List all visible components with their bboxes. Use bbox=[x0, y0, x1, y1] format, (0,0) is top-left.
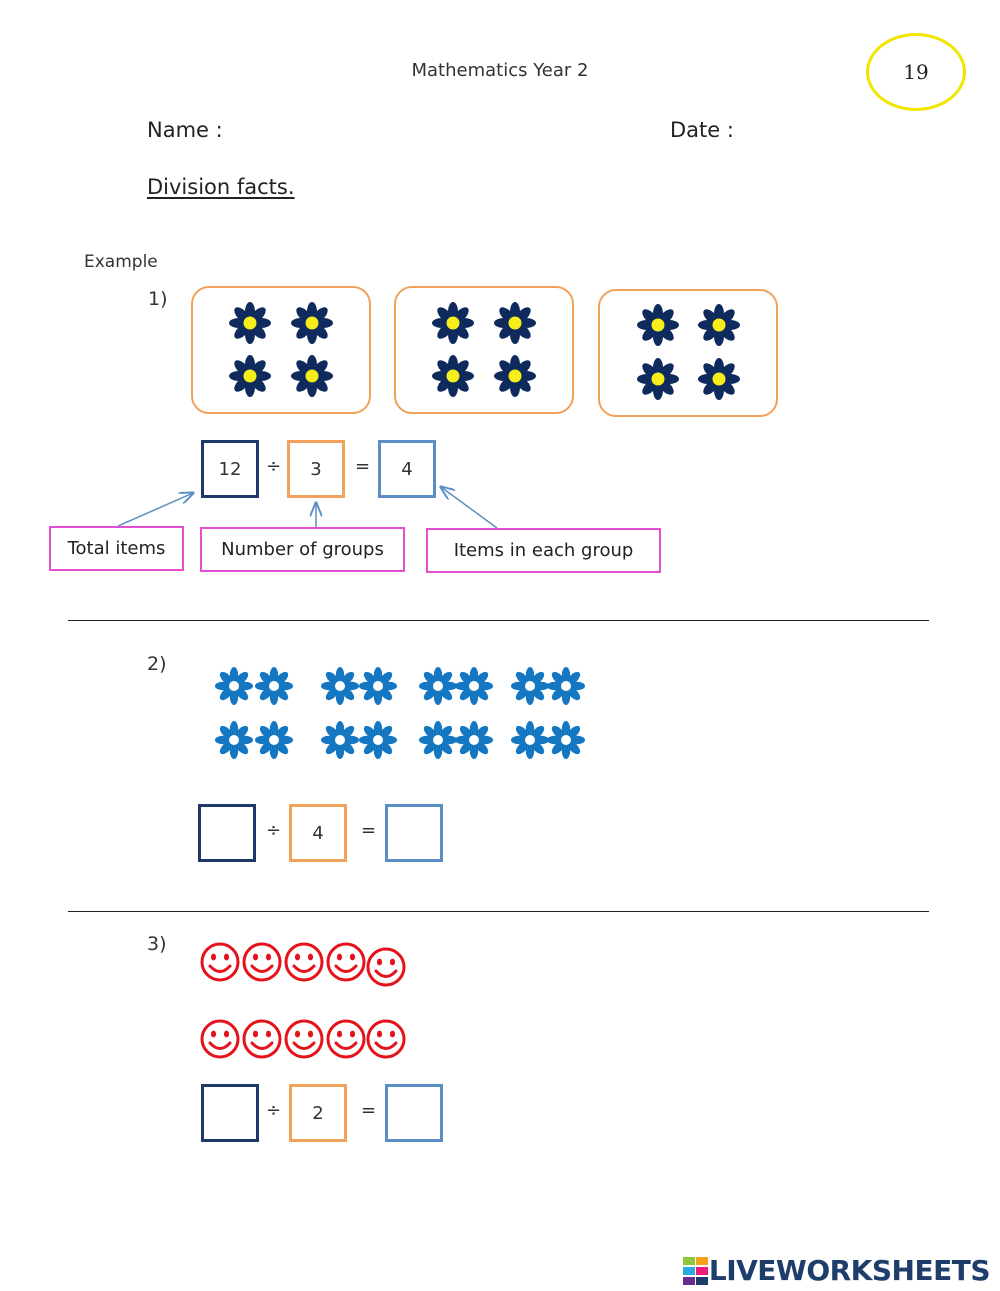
worksheet-header-title: Mathematics Year 2 bbox=[411, 60, 589, 81]
divisor-value: 3 bbox=[310, 458, 322, 480]
blue-flower-icon bbox=[320, 666, 360, 706]
blue-flower-icon bbox=[454, 666, 494, 706]
arrow-total-items bbox=[117, 493, 193, 527]
blue-flower-icon bbox=[214, 720, 254, 760]
callout-total-items: Total items bbox=[49, 526, 184, 571]
blue-flower-icon bbox=[454, 720, 494, 760]
callout-number-of-groups-label: Number of groups bbox=[221, 539, 384, 560]
arrow-items-in-each-group bbox=[441, 487, 498, 529]
red-smiley-icon bbox=[241, 941, 283, 983]
equals-sign: = bbox=[355, 456, 371, 477]
blue-flower-icon bbox=[546, 720, 586, 760]
dividend-value: 12 bbox=[218, 458, 242, 480]
callout-items-in-each-group: Items in each group bbox=[426, 528, 661, 573]
quotient-answer-box[interactable] bbox=[385, 1084, 443, 1142]
red-smiley-icon bbox=[199, 1018, 241, 1060]
question-number-1: 1) bbox=[148, 288, 168, 310]
blue-flower-icon bbox=[510, 666, 550, 706]
item-group-1 bbox=[191, 286, 371, 414]
red-smiley-icon bbox=[283, 1018, 325, 1060]
divisor-value: 4 bbox=[312, 822, 324, 844]
blue-flower-icon bbox=[254, 666, 294, 706]
blue-flower-icon bbox=[546, 666, 586, 706]
divisor-value: 2 bbox=[312, 1102, 324, 1124]
question-number-3: 3) bbox=[147, 933, 167, 955]
divide-sign: ÷ bbox=[266, 1100, 282, 1121]
item-group-2 bbox=[394, 286, 574, 414]
red-smiley-icon bbox=[241, 1018, 283, 1060]
red-smiley-icon bbox=[199, 941, 241, 983]
equals-sign: = bbox=[361, 820, 377, 841]
name-label: Name : bbox=[147, 118, 223, 142]
red-smiley-icon bbox=[325, 941, 367, 983]
red-smiley-set bbox=[199, 941, 414, 1066]
quotient-answer-box[interactable] bbox=[385, 804, 443, 862]
liveworksheets-logo-icon bbox=[682, 1256, 708, 1285]
item-group-3 bbox=[598, 289, 778, 417]
section-divider bbox=[68, 911, 929, 912]
blue-flower-icon bbox=[510, 720, 550, 760]
dividend-answer-box[interactable] bbox=[198, 804, 256, 862]
worksheet-title: Division facts. bbox=[147, 175, 295, 199]
liveworksheets-logo-text: LIVEWORKSHEETS bbox=[708, 1254, 991, 1287]
blue-flower-icon bbox=[214, 666, 254, 706]
divide-sign: ÷ bbox=[266, 820, 282, 841]
blue-flower-icon bbox=[254, 720, 294, 760]
callout-number-of-groups: Number of groups bbox=[200, 527, 405, 572]
question-number-2: 2) bbox=[147, 653, 167, 675]
divide-sign: ÷ bbox=[266, 456, 282, 477]
page-number: 19 bbox=[903, 60, 929, 84]
quotient-value: 4 bbox=[401, 458, 413, 480]
red-smiley-icon bbox=[325, 1018, 367, 1060]
liveworksheets-logo[interactable]: LIVEWORKSHEETS bbox=[682, 1254, 991, 1287]
red-smiley-icon bbox=[283, 941, 325, 983]
dividend-box: 12 bbox=[201, 440, 259, 498]
callout-arrows bbox=[117, 0, 498, 529]
red-smiley-icon bbox=[365, 1018, 407, 1060]
quotient-box: 4 bbox=[378, 440, 436, 498]
equals-sign: = bbox=[361, 1100, 377, 1121]
divisor-box: 3 bbox=[287, 440, 345, 498]
blue-flower-icon bbox=[418, 666, 458, 706]
dividend-answer-box[interactable] bbox=[201, 1084, 259, 1142]
date-label: Date : bbox=[670, 118, 734, 142]
divisor-box: 4 bbox=[289, 804, 347, 862]
section-divider bbox=[68, 620, 929, 621]
callout-total-items-label: Total items bbox=[67, 538, 166, 559]
blue-flower-icon bbox=[418, 720, 458, 760]
callout-items-in-each-group-label: Items in each group bbox=[453, 540, 634, 561]
divisor-box: 2 bbox=[289, 1084, 347, 1142]
blue-flower-icon bbox=[358, 720, 398, 760]
blue-flower-icon bbox=[320, 720, 360, 760]
blue-flower-icon bbox=[358, 666, 398, 706]
blue-flower-set bbox=[214, 666, 594, 766]
page-number-badge: 19 bbox=[866, 33, 966, 111]
red-smiley-icon bbox=[365, 946, 407, 988]
example-label: Example bbox=[84, 252, 158, 272]
